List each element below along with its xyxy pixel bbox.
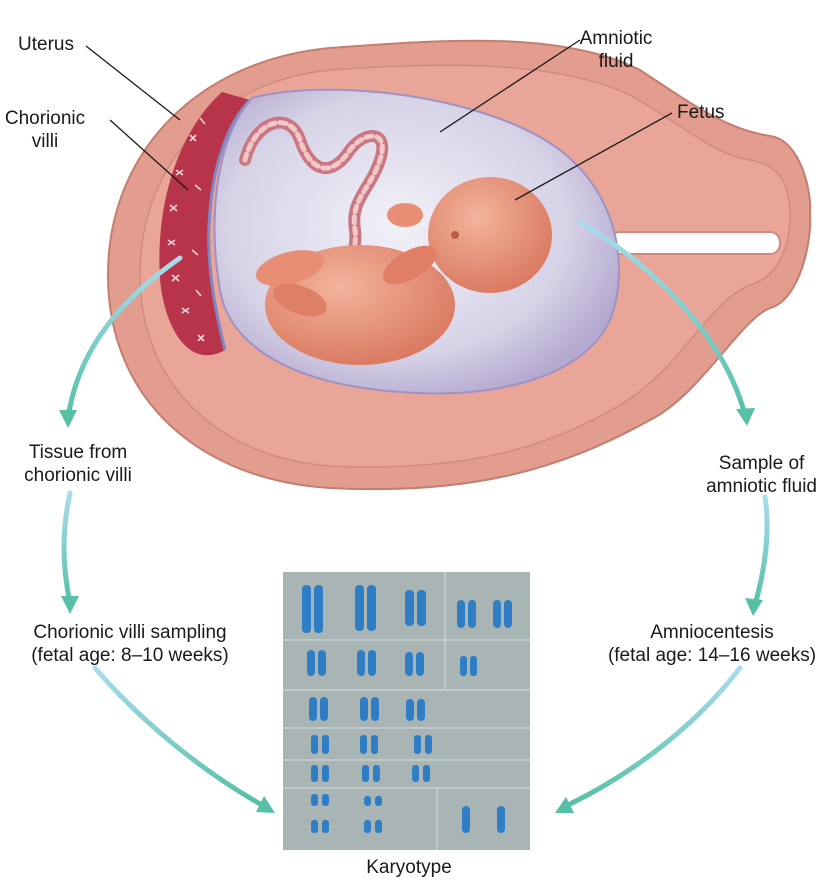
label-chorionic-villi-line1: Chorionic: [5, 107, 85, 130]
label-amniotic-fluid-line2: fluid: [580, 50, 653, 73]
label-sample-of-amniotic-fluid: Sample of amniotic fluid: [706, 452, 817, 498]
label-tissue-line1: Tissue from: [24, 441, 132, 464]
arrowhead-down-4: [745, 598, 763, 616]
arrowhead-down-2: [61, 596, 79, 614]
label-chorionic-villi: Chorionic villi: [5, 107, 85, 153]
label-sample-line1: Sample of: [706, 452, 817, 475]
label-chorionic-villi-sampling: Chorionic villi sampling (fetal age: 8–1…: [31, 621, 229, 667]
label-sample-line2: amniotic fluid: [706, 475, 817, 498]
label-karyotype: Karyotype: [366, 856, 452, 879]
label-tissue-line2: chorionic villi: [24, 464, 132, 487]
label-amnio-line1: Amniocentesis: [608, 621, 816, 644]
label-fetus: Fetus: [677, 101, 725, 124]
label-amnio-line2: (fetal age: 14–16 weeks): [608, 644, 816, 667]
label-cvs-line2: (fetal age: 8–10 weeks): [31, 644, 229, 667]
label-amniocentesis: Amniocentesis (fetal age: 14–16 weeks): [608, 621, 816, 667]
arrowhead-down-1: [59, 410, 77, 428]
arrowhead-down-3: [736, 408, 755, 426]
label-tissue-from-chorionic-villi: Tissue from chorionic villi: [24, 441, 132, 487]
label-uterus: Uterus: [18, 33, 74, 56]
label-amniotic-fluid: Amniotic fluid: [580, 27, 653, 73]
label-amniotic-fluid-line1: Amniotic: [580, 27, 653, 50]
label-chorionic-villi-line2: villi: [5, 130, 85, 153]
karyotype-panel: [283, 572, 530, 850]
label-cvs-line1: Chorionic villi sampling: [31, 621, 229, 644]
